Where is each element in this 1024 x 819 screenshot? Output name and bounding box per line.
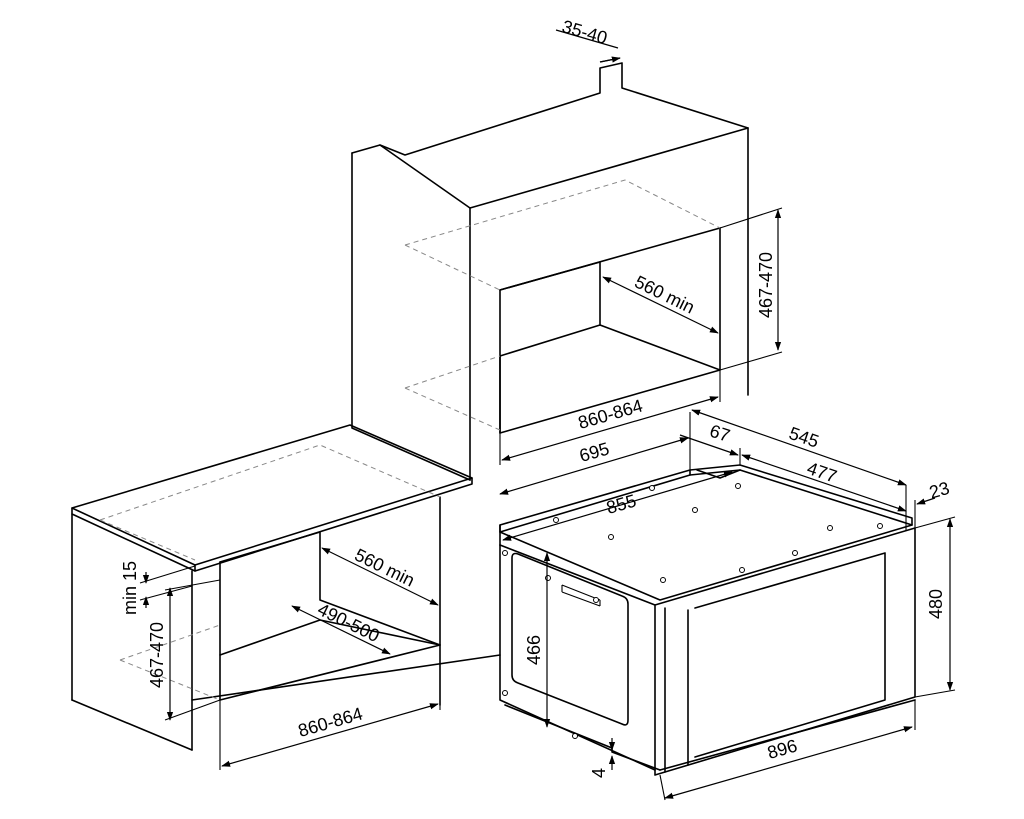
dim-23-label: 23 <box>927 478 952 503</box>
dimension-896: 896 <box>659 700 916 801</box>
dim-466-label: 466 <box>524 635 544 665</box>
dimension-466: 466 <box>524 552 551 728</box>
upper-cabinet <box>351 62 749 481</box>
dimension-23: 23 <box>905 478 952 530</box>
dimension-lower-inner-depth: 490-500 <box>291 599 391 655</box>
lower-cabinet <box>71 424 501 751</box>
dimension-lower-height: 467-470 <box>147 579 221 721</box>
dimension-480: 480 <box>914 516 956 698</box>
dimension-477: 477 <box>741 454 907 512</box>
dim-4-label: 4 <box>589 768 609 778</box>
dimension-855: 855 <box>502 471 733 541</box>
dim-855-label: 855 <box>604 490 638 518</box>
dim-lower-height-label: 467-470 <box>147 622 167 688</box>
dim-477-label: 477 <box>804 458 839 487</box>
dimension-4: 4 <box>589 738 616 778</box>
dim-67-label: 67 <box>707 421 732 446</box>
dimension-upper-height: 467-470 <box>719 207 783 371</box>
dimension-top-gap: 35-40 <box>555 16 621 63</box>
dimension-upper-depth: 560 min <box>602 272 719 334</box>
dim-top-gap-label: 35-40 <box>560 16 610 48</box>
dim-upper-height-label: 467-470 <box>756 252 776 318</box>
dimension-lower-min15: min 15 <box>120 561 196 615</box>
dimension-lower-width: 860-864 <box>219 700 441 770</box>
dim-upper-depth-label: 560 min <box>631 272 697 318</box>
dim-480-label: 480 <box>926 589 946 619</box>
oven-appliance <box>499 464 916 776</box>
dimension-upper-width: 860-864 <box>499 370 721 465</box>
dim-lower-min15-label: min 15 <box>120 561 140 615</box>
dimension-695: 695 <box>499 430 691 495</box>
dim-545-label: 545 <box>786 423 821 452</box>
dimension-lower-depth: 560 min <box>321 545 439 606</box>
dimension-67: 67 <box>679 421 741 465</box>
